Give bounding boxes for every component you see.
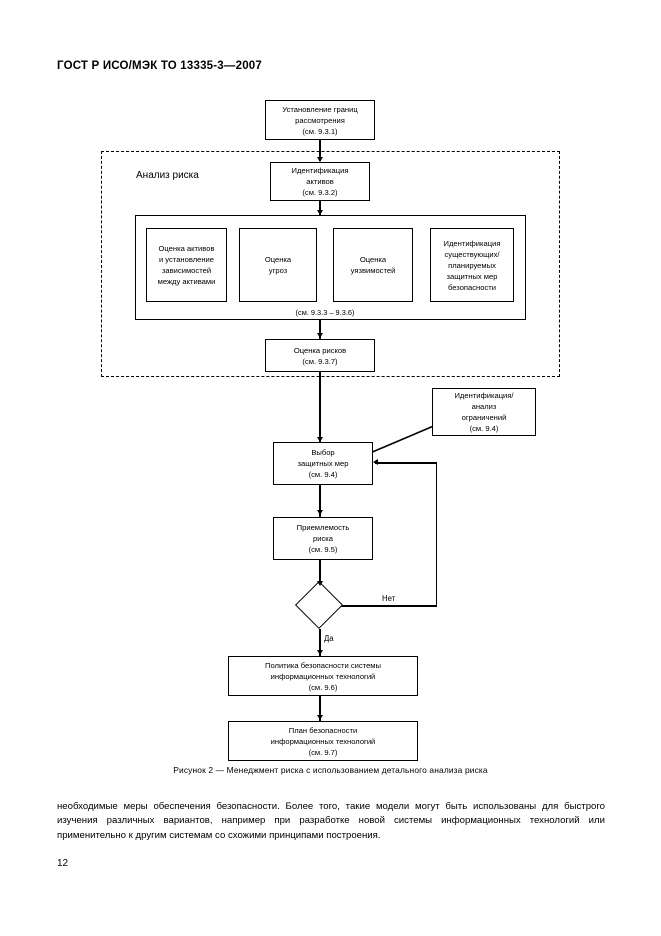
box-scope-line2: рассмотрения [295,115,345,125]
arrowhead-decision-no-return [373,459,378,465]
box-asset-valuation-line3: зависимостей [161,266,212,275]
box-security-plan: План безопасности информационных техноло… [228,721,418,761]
connector-decision-no-return [375,462,437,464]
arrowhead-assets-to-group [316,210,323,215]
box-risk-assessment-line1: Оценка рисков [293,345,347,355]
box-constraints-line4: (см. 9.4) [469,424,499,433]
box-risk-assessment-line2: (см. 9.3.7) [302,356,338,366]
box-safeguard-selection-line2: защитных мер [297,459,349,468]
connector-acceptance-to-decision [319,560,321,588]
arrowhead-acceptance-to-decision [316,581,323,586]
box-constraints-line2: анализ [471,402,497,411]
risk-management-flowchart: Анализ риска Установление границ рассмот… [101,100,560,761]
decision-yes-label: Да [323,634,335,643]
box-safeguard-selection-line3: (см. 9.4) [308,470,338,479]
box-security-policy-line3: (см. 9.6) [308,682,338,692]
arrowhead-group-to-risk-assessment [316,333,323,338]
box-existing-safeguards-line2: существующих/ [444,249,500,259]
box-asset-identification: Идентификация активов (см. 9.3.2) [270,162,370,201]
box-existing-safeguards-line3: планируемых [448,260,496,270]
analysis-steps-range-label: (см. 9.3.3 – 9.3.6) [295,308,355,317]
connector-decision-no-horizontal [337,605,437,607]
page-number: 12 [57,858,69,869]
box-threat-assessment: Оценка угроз [239,228,317,302]
connector-scope-to-assets [319,140,321,161]
box-scope-line3: (см. 9.3.1) [302,126,338,136]
arrowhead-risk-assessment-to-selection [316,437,323,442]
box-safeguard-selection: Выбор защитных мер (см. 9.4) [273,442,373,485]
risk-analysis-container [101,151,560,377]
box-constraints-identification: Идентификация/ анализ ограничений (см. 9… [432,388,536,436]
box-vulnerability-assessment-line2: уязвимостей [350,266,396,275]
decision-no-label: Нет [381,594,397,603]
decision-diamond [294,580,344,630]
box-risk-acceptance-line2: риска [313,534,333,543]
figure-caption: Рисунок 2 — Менеджмент риска с использов… [173,765,488,775]
arrowhead-decision-yes [316,650,323,655]
connector-selection-to-acceptance [319,485,321,517]
box-asset-identification-line1: Идентификация [291,166,349,175]
connector-risk-assessment-to-selection [319,372,321,444]
box-vulnerability-assessment-line1: Оценка [359,255,387,264]
box-existing-safeguards-line5: безопасности [447,282,496,292]
box-constraints-line3: ограничений [461,413,507,422]
box-risk-acceptance: Приемлемость риска (см. 9.5) [273,517,373,560]
box-threat-assessment-line1: Оценка [264,255,292,264]
body-paragraph: необходимые меры обеспечения безопасност… [57,801,605,841]
box-constraints-line1: Идентификация/ [454,391,514,400]
box-risk-acceptance-line1: Приемлемость [296,523,350,532]
box-scope-line1: Установление границ [282,104,358,114]
box-security-policy: Политика безопасности системы информацио… [228,656,418,696]
box-existing-safeguards: Идентификация существующих/ планируемых … [430,228,514,302]
arrowhead-policy-to-plan [316,715,323,720]
connector-group-to-risk-assessment [319,320,321,340]
connector-decision-yes [319,629,321,657]
box-security-policy-line2: информационных технологий [270,671,376,681]
box-asset-identification-line3: (см. 9.3.2) [302,188,338,197]
box-security-plan-line3: (см. 9.7) [308,747,338,757]
box-vulnerability-assessment: Оценка уязвимостей [333,228,413,302]
box-asset-valuation-line4: между активами [157,277,216,286]
document-header: ГОСТ Р ИСО/МЭК ТО 13335-3—2007 [57,60,262,72]
box-security-policy-line1: Политика безопасности системы [265,660,381,670]
box-security-plan-line2: информационных технологий [270,736,376,746]
box-security-plan-line1: План безопасности [288,725,358,735]
connector-policy-to-plan [319,696,321,722]
connector-decision-no-vertical [435,462,438,606]
box-scope-definition: Установление границ рассмотрения (см. 9.… [265,100,375,140]
box-asset-valuation-line2: и установление [158,255,215,264]
box-safeguard-selection-line1: Выбор [311,448,335,457]
box-asset-identification-line2: активов [306,177,334,186]
box-existing-safeguards-line4: защитных мер [446,271,498,281]
box-existing-safeguards-line1: Идентификация [443,238,501,248]
arrowhead-selection-to-acceptance [316,510,323,515]
arrowhead-scope-to-assets [316,157,323,162]
box-asset-valuation-line1: Оценка активов [158,244,215,253]
box-threat-assessment-line2: угроз [268,266,288,275]
box-risk-acceptance-line3: (см. 9.5) [308,545,338,554]
connector-assets-to-group [319,201,321,215]
box-risk-assessment: Оценка рисков (см. 9.3.7) [265,339,375,372]
box-asset-valuation: Оценка активов и установление зависимост… [146,228,227,302]
risk-analysis-label: Анализ риска [136,170,199,181]
